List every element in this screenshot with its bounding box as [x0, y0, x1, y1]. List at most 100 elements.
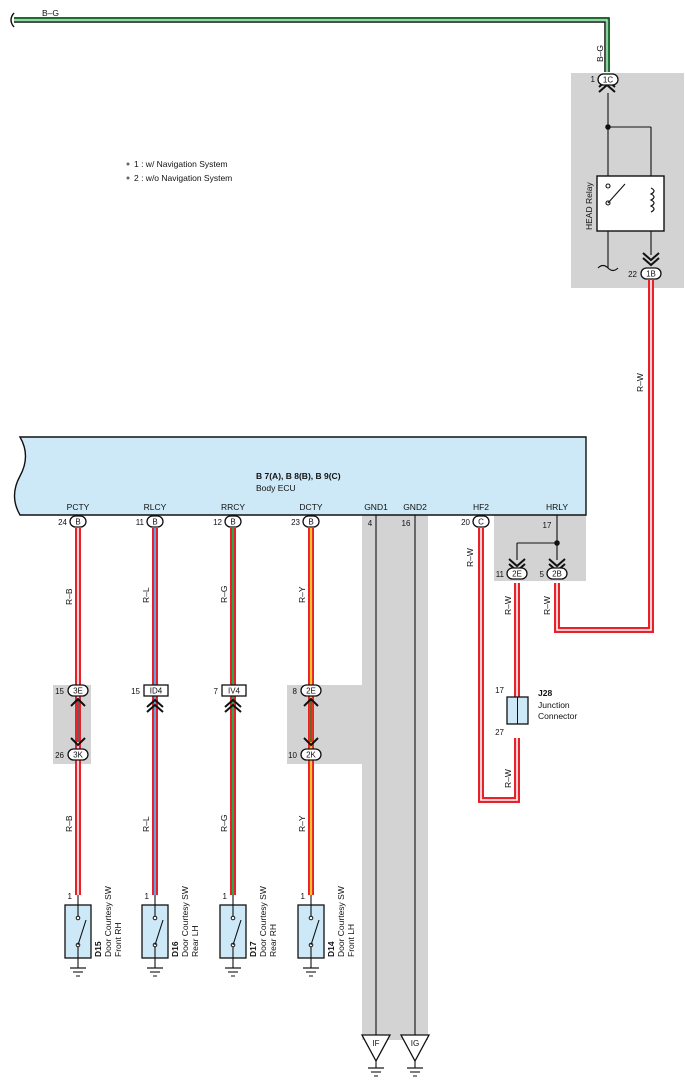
c2-conn-dcty: 2K — [306, 751, 316, 760]
ecu-pin-dcty — [302, 515, 320, 528]
switch-d14-pin: 1 — [301, 892, 306, 901]
relay-out-wire-label: R–W — [635, 373, 645, 392]
wire-label-pcty: R–B — [64, 588, 74, 605]
switch-d15-pin: 1 — [68, 892, 73, 901]
ecu-term-gnd1: GND1 — [364, 502, 388, 512]
hrly-right-conn: 2B — [552, 570, 562, 579]
ecu-term-rlcy: RLCY — [144, 502, 167, 512]
connector-2e-dcty — [300, 684, 322, 742]
front-lh-connector-area — [287, 685, 362, 764]
c1-conn-rrcy: IV4 — [228, 687, 241, 696]
j28-name-line2: Connector — [538, 711, 577, 721]
ecu-pin-rlcy-conn: B — [152, 518, 157, 527]
relay-switch-contact — [605, 183, 626, 206]
ecu-term-hrly: HRLY — [546, 502, 568, 512]
switch-d16 — [141, 895, 169, 977]
switch-d16-code: D16 — [170, 941, 180, 957]
relay-output-connector — [640, 252, 662, 280]
ground-if — [360, 1034, 392, 1077]
c2-pin-pcty: 26 — [55, 751, 64, 760]
connector-2b-hrly — [546, 558, 568, 580]
switch-d15 — [64, 895, 92, 977]
top-bg-wire — [10, 12, 610, 72]
wire-label-rlcy: R–L — [141, 587, 151, 603]
c1-pin-rlcy: 15 — [131, 687, 140, 696]
c1-conn-dcty: 2E — [306, 687, 316, 696]
ground-if-label: IF — [372, 1039, 379, 1048]
right-branch-wire-label: R–W — [542, 596, 552, 615]
ground-ig-label: IG — [411, 1039, 419, 1048]
hrly-left-pin: 11 — [496, 570, 505, 579]
wire-bottom-label-rlcy: R–L — [141, 816, 151, 832]
connector-id4 — [143, 684, 169, 713]
gnd1-pin: 4 — [368, 519, 373, 528]
switch-d17-code: D17 — [248, 941, 258, 957]
j28-pin-top: 17 — [495, 686, 504, 695]
connector-iv4 — [221, 684, 247, 713]
ecu-subtitle: Body ECU — [256, 483, 296, 493]
switch-d17-pin: 1 — [223, 892, 228, 901]
relay-out-connector-label: 1B — [646, 270, 656, 279]
note-bullet-2 — [126, 176, 130, 180]
j28-pin-bottom: 27 — [495, 728, 504, 737]
wire-hf2 — [478, 528, 520, 803]
ecu-pin-hf2-conn: C — [478, 518, 484, 527]
ecu-pin-rrcy-conn: B — [230, 518, 235, 527]
ecu-pin-pcty-conn: B — [75, 518, 80, 527]
ecu-title: B 7(A), B 8(B), B 9(C) — [256, 471, 341, 481]
ecu-pin-dcty-num: 23 — [291, 518, 300, 527]
switch-d15-line1: Door Courtesy SW — [103, 886, 113, 957]
connector-2k — [300, 737, 322, 761]
hrly-right-pin: 5 — [540, 570, 545, 579]
hrly-branch-lines — [516, 515, 560, 560]
ecu-term-rrcy: RRCY — [221, 502, 245, 512]
switch-d15-line2: Front RH — [113, 923, 123, 957]
relay-name: HEAD Relay — [584, 182, 594, 230]
hf2-wire-label: R–W — [465, 548, 475, 567]
ecu-pin-hf2 — [472, 515, 490, 528]
wire-label-dcty: R–Y — [297, 586, 307, 603]
switch-d16-line2: Rear LH — [190, 925, 200, 957]
ground-bus-area — [362, 515, 428, 1040]
ecu-term-gnd2: GND2 — [403, 502, 427, 512]
relay-rw-wire — [554, 280, 654, 633]
switch-d15-code: D15 — [93, 941, 103, 957]
switch-d14-code: D14 — [326, 941, 336, 957]
left-branch-wire-label: R–W — [503, 596, 513, 615]
switch-d14-line1: Door Courtesy SW — [336, 886, 346, 957]
ecu-term-pcty: PCTY — [67, 502, 90, 512]
switch-d17-line2: Rear RH — [268, 924, 278, 957]
ecu-pin-hf2-num: 20 — [461, 518, 470, 527]
relay-in-connector-label: 1C — [603, 76, 613, 85]
ecu-term-hf2: HF2 — [473, 502, 489, 512]
ecu-pin-pcty-num: 24 — [58, 518, 67, 527]
c1-conn-rlcy: ID4 — [150, 687, 163, 696]
switch-d16-pin: 1 — [145, 892, 150, 901]
ecu-pin-rrcy-num: 12 — [213, 518, 222, 527]
c1-pin-dcty: 8 — [293, 687, 298, 696]
ecu-pin-pcty — [69, 515, 87, 528]
ecu-term-dcty: DCTY — [299, 502, 322, 512]
connector-2e-hrly — [506, 558, 528, 580]
switch-d14 — [297, 895, 325, 977]
c1-pin-rrcy: 7 — [214, 687, 219, 696]
relay-input-connector — [597, 73, 619, 93]
note-1: 1 : w/ Navigation System — [134, 159, 228, 169]
wire-bottom-label-dcty: R–Y — [297, 815, 307, 832]
c2-conn-pcty: 3K — [73, 751, 83, 760]
top-wire-vertical-label: B–G — [595, 45, 605, 62]
bottom-wire-label: R–W — [503, 769, 513, 788]
ecu-pin-rrcy — [224, 515, 242, 528]
connector-3k — [67, 737, 89, 761]
c2-pin-dcty: 10 — [288, 751, 297, 760]
j28-code: J28 — [538, 688, 552, 698]
connector-3e — [67, 684, 89, 742]
ecu-pin-rlcy — [146, 515, 164, 528]
j28-name-line1: Junction — [538, 700, 570, 710]
c1-conn-pcty: 3E — [73, 687, 83, 696]
c1-pin-pcty: 15 — [55, 687, 64, 696]
wire-bottom-label-rrcy: R–G — [219, 815, 229, 832]
ecu-box — [13, 436, 587, 516]
switch-d17-line1: Door Courtesy SW — [258, 886, 268, 957]
ecu-pin-dcty-conn: B — [308, 518, 313, 527]
